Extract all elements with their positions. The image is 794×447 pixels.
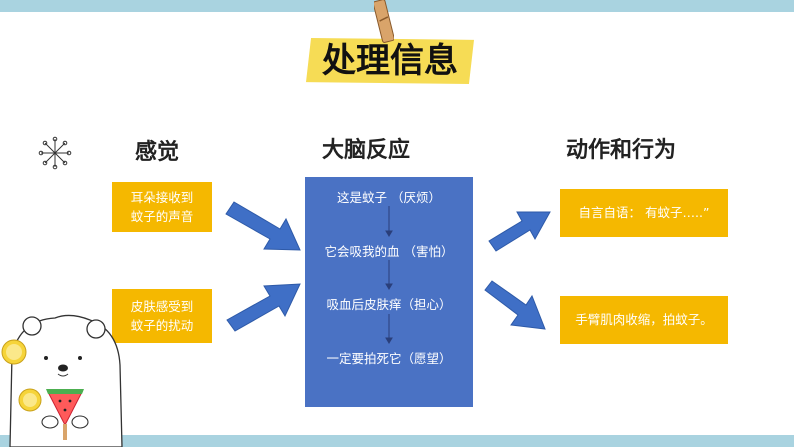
brain-reaction-box: 这是蚊子 （厌烦） 它会吸我的血 （害怕） 吸血后皮肤痒（担心） 一定要拍死它（… bbox=[305, 177, 473, 407]
top-stripe bbox=[0, 0, 794, 12]
title-banner: 处理信息 bbox=[306, 32, 474, 88]
arrow-hearing-to-brain bbox=[225, 201, 301, 251]
output-speech-text: 自言自语： 有蚊子…..” bbox=[578, 205, 710, 220]
clothespin-icon bbox=[374, 0, 394, 43]
arrow-brain-to-muscle bbox=[484, 280, 546, 330]
slide-title: 处理信息 bbox=[322, 41, 458, 81]
input-skin-line1: 皮肤感受到 bbox=[130, 299, 194, 314]
input-box-skin: 皮肤感受到 蚊子的扰动 bbox=[112, 289, 212, 343]
output-box-muscle: 手臂肌肉收缩，拍蚊子。 bbox=[560, 296, 728, 344]
output-muscle-text: 手臂肌肉收缩，拍蚊子。 bbox=[575, 312, 713, 327]
brain-step-4: 一定要拍死它（愿望） bbox=[326, 351, 452, 366]
heading-perception: 感觉 bbox=[135, 140, 180, 165]
input-box-hearing: 耳朵接收到 蚊子的声音 bbox=[112, 182, 212, 232]
tape-decoration bbox=[306, 38, 474, 84]
bottom-stripe bbox=[0, 435, 794, 447]
arrow-brain-to-speech bbox=[488, 211, 551, 252]
brain-step-1: 这是蚊子 （厌烦） bbox=[337, 190, 441, 205]
output-box-speech: 自言自语： 有蚊子…..” bbox=[560, 189, 728, 237]
arrow-skin-to-brain bbox=[226, 283, 301, 332]
brain-step-3: 吸血后皮肤痒（担心） bbox=[326, 297, 452, 312]
heading-action: 动作和行为 bbox=[566, 138, 677, 163]
heading-brain: 大脑反应 bbox=[322, 138, 411, 163]
input-hearing-line1: 耳朵接收到 bbox=[130, 190, 194, 205]
input-skin-line2: 蚊子的扰动 bbox=[130, 318, 194, 333]
brain-step-2: 它会吸我的血 （害怕） bbox=[324, 244, 454, 259]
input-hearing-line2: 蚊子的声音 bbox=[130, 209, 194, 224]
